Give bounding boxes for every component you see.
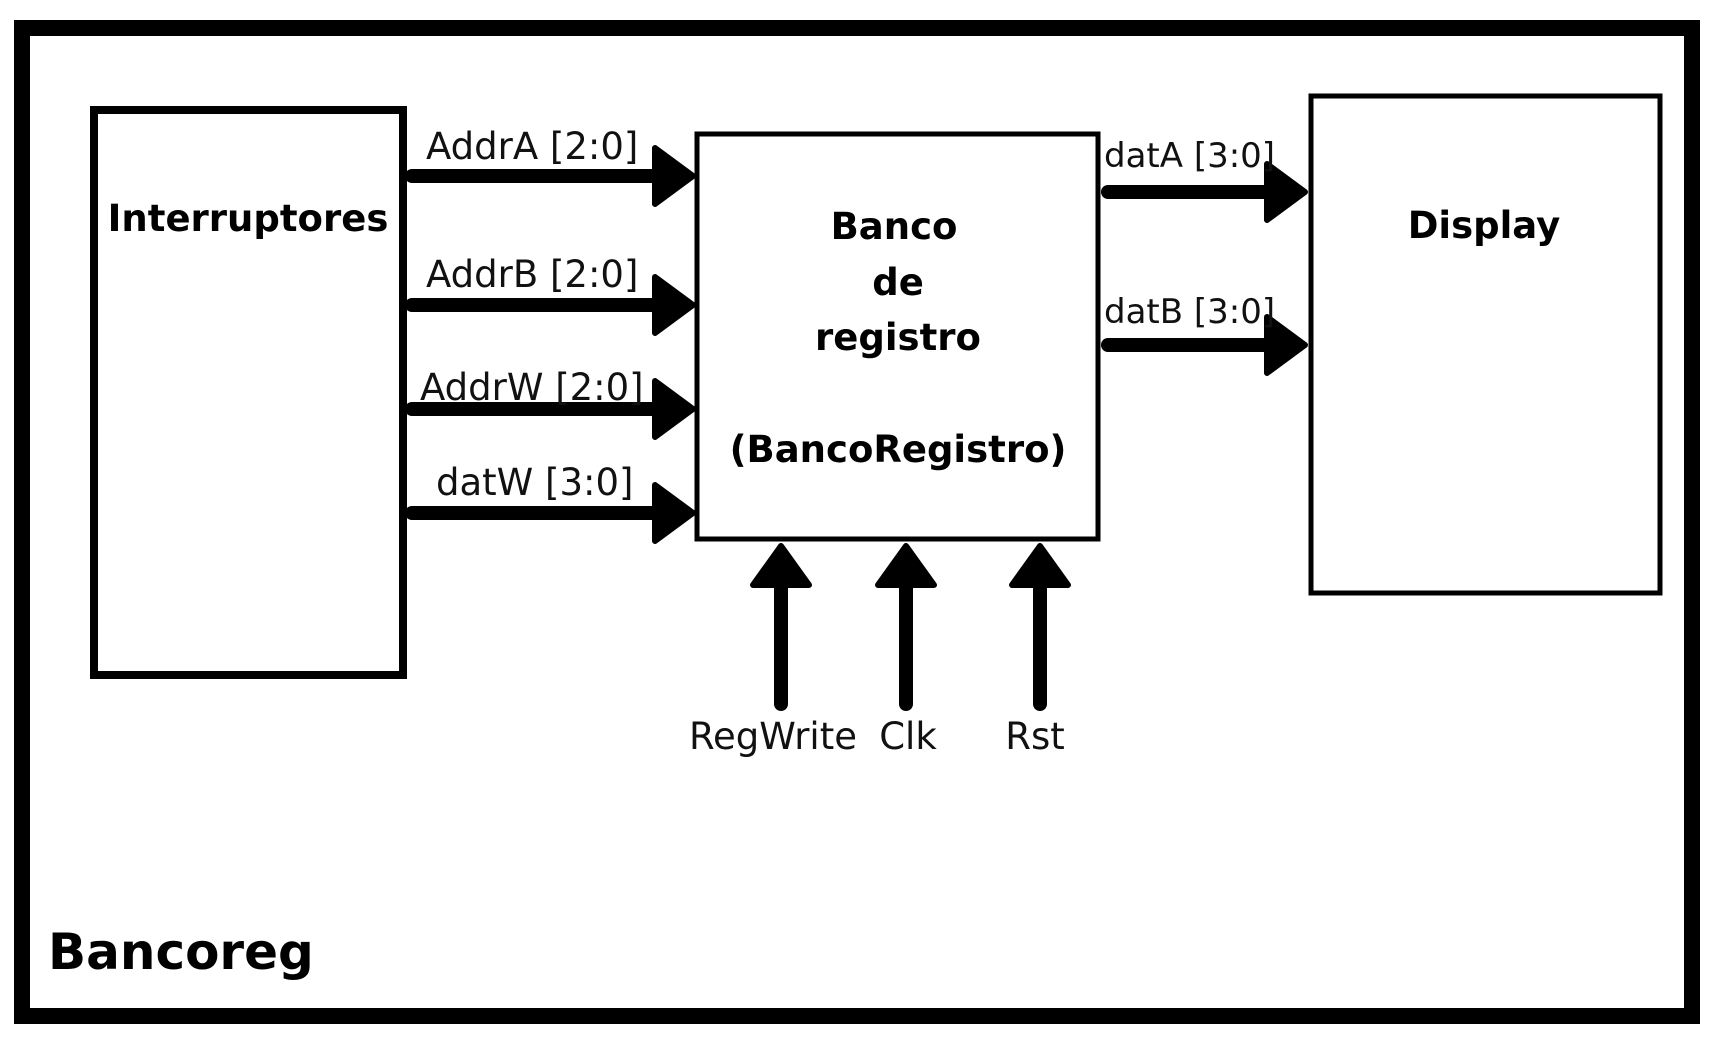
clk-arrow xyxy=(875,543,937,711)
addr-a-arrow xyxy=(405,145,696,207)
switches-block xyxy=(90,106,407,679)
addr-b-label: AddrB [2:0] xyxy=(426,253,638,296)
display-label: Display xyxy=(1408,204,1561,247)
register-bank-label-line1: Banco xyxy=(831,205,958,248)
register-bank-label-line2: de xyxy=(872,261,924,304)
addr-a-label: AddrA [2:0] xyxy=(426,125,638,168)
register-bank-label-line4: (BancoRegistro) xyxy=(730,428,1067,471)
dat-w-arrow xyxy=(405,482,696,544)
dat-b-label: datB [3:0] xyxy=(1104,292,1275,332)
clk-label: Clk xyxy=(879,715,937,758)
register-bank-block xyxy=(694,131,1101,542)
switches-label: Interruptores xyxy=(108,197,389,240)
rst-arrow xyxy=(1009,543,1071,711)
register-bank-label-line3: registro xyxy=(815,316,981,359)
dat-a-label: datA [3:0] xyxy=(1104,136,1275,176)
diagram-title: Bancoreg xyxy=(48,923,314,981)
dat-a-arrow xyxy=(1101,161,1308,223)
addr-b-arrow xyxy=(405,274,696,336)
reg-write-label: RegWrite xyxy=(689,715,857,758)
display-block xyxy=(1308,93,1663,596)
addr-w-arrow xyxy=(405,378,696,440)
rst-label: Rst xyxy=(1005,715,1065,758)
addr-w-label: AddrW [2:0] xyxy=(420,366,644,409)
reg-write-arrow xyxy=(750,543,812,711)
dat-b-arrow xyxy=(1101,314,1308,376)
dat-w-label: datW [3:0] xyxy=(436,461,633,504)
